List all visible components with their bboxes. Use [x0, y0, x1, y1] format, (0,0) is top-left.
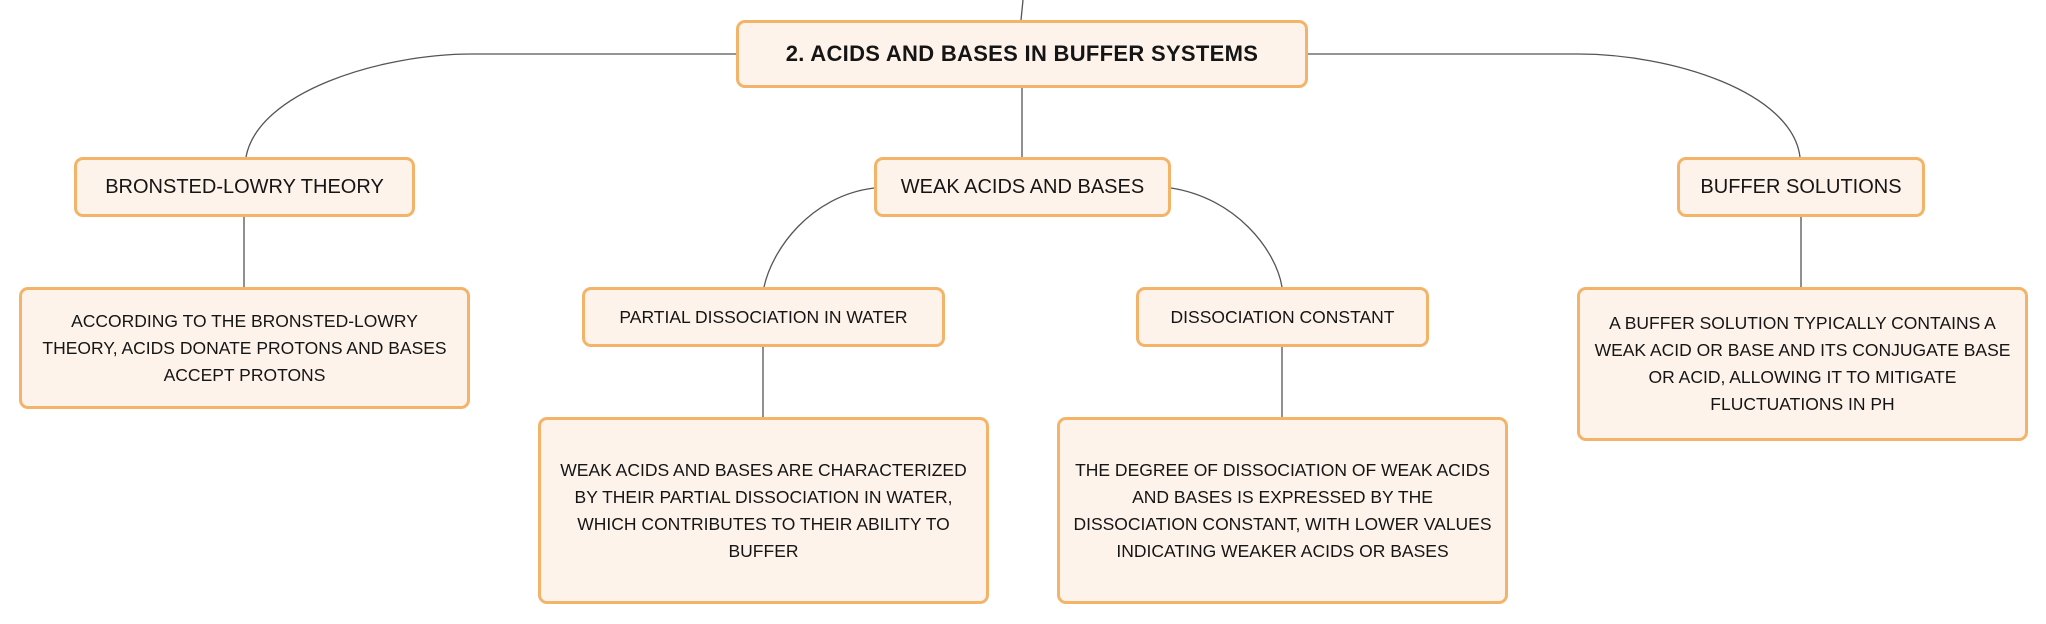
- topic-label-weak-acids-bases: WEAK ACIDS AND BASES: [900, 175, 1145, 198]
- connector-root-to-buffer: [1308, 53, 1801, 158]
- description-node-bronsted-lowry[interactable]: ACCORDING TO THE BRONSTED-LOWRY THEORY, …: [19, 287, 470, 409]
- root-topic-label: 2. ACIDS AND BASES IN BUFFER SYSTEMS: [785, 41, 1259, 66]
- subtopic-node-partial-dissociation[interactable]: PARTIAL DISSOCIATION IN WATER: [582, 287, 945, 347]
- topic-label-bronsted-lowry: BRONSTED-LOWRY THEORY: [105, 175, 384, 198]
- connector-root-to-parent: [1020, 0, 1024, 21]
- topic-label-buffer-solutions: BUFFER SOLUTIONS: [1700, 175, 1902, 198]
- connector-weak-to-partial: [763, 187, 875, 288]
- subtopic-label-dissociation-constant: DISSOCIATION CONSTANT: [1170, 306, 1395, 327]
- topic-node-bronsted-lowry[interactable]: BRONSTED-LOWRY THEORY: [74, 157, 415, 217]
- subtopic-label-partial-dissociation: PARTIAL DISSOCIATION IN WATER: [619, 306, 908, 327]
- topic-node-weak-acids-bases[interactable]: WEAK ACIDS AND BASES: [874, 157, 1171, 217]
- description-node-buffer-solutions[interactable]: A BUFFER SOLUTION TYPICALLY CONTAINS A W…: [1577, 287, 2028, 441]
- description-text-buffer-solutions: A BUFFER SOLUTION TYPICALLY CONTAINS A W…: [1594, 313, 2011, 414]
- connector-root-to-bronsted: [245, 53, 736, 158]
- description-text-bronsted-lowry: ACCORDING TO THE BRONSTED-LOWRY THEORY, …: [42, 310, 447, 385]
- connector-weak-to-dconst: [1170, 187, 1283, 288]
- root-topic-node[interactable]: 2. ACIDS AND BASES IN BUFFER SYSTEMS: [736, 20, 1308, 88]
- description-text-dissociation-constant: THE DEGREE OF DISSOCIATION OF WEAK ACIDS…: [1073, 459, 1492, 561]
- description-text-partial-dissociation: WEAK ACIDS AND BASES ARE CHARACTERIZED B…: [560, 459, 967, 561]
- description-node-dissociation-constant[interactable]: THE DEGREE OF DISSOCIATION OF WEAK ACIDS…: [1057, 417, 1508, 604]
- topic-node-buffer-solutions[interactable]: BUFFER SOLUTIONS: [1677, 157, 1925, 217]
- description-node-partial-dissociation[interactable]: WEAK ACIDS AND BASES ARE CHARACTERIZED B…: [538, 417, 989, 604]
- subtopic-node-dissociation-constant[interactable]: DISSOCIATION CONSTANT: [1136, 287, 1429, 347]
